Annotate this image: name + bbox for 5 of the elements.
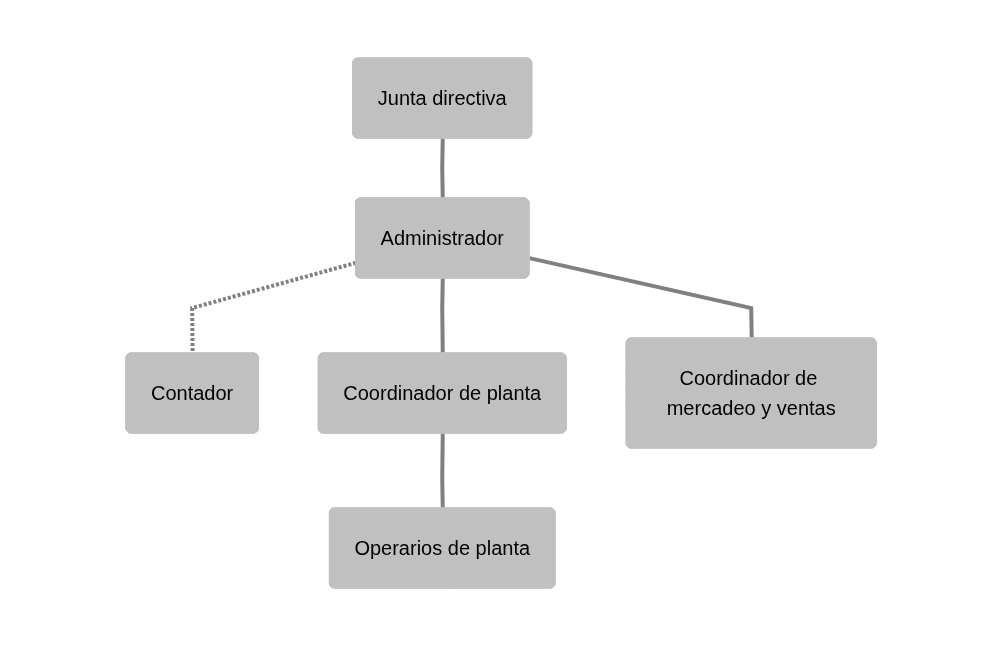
connector [529, 255, 755, 339]
connector [440, 277, 446, 354]
connector [440, 137, 446, 199]
connector [440, 432, 446, 509]
connector [190, 260, 357, 354]
